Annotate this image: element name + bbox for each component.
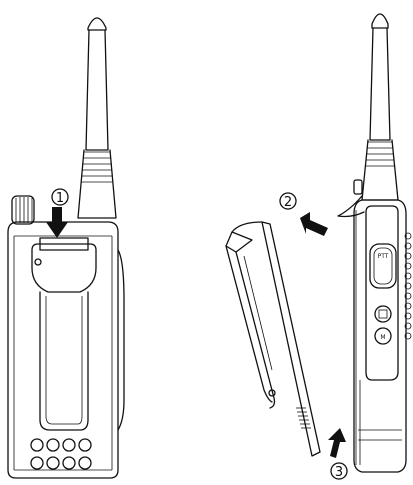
step-3-arrow	[328, 428, 346, 458]
step-3-number: 3	[335, 465, 343, 480]
clip-latch	[338, 196, 364, 217]
battery-contacts	[31, 439, 91, 469]
antenna-back	[78, 18, 116, 218]
m-button-label: M	[380, 334, 385, 341]
step-2-number: 2	[284, 195, 292, 210]
step-2-marker: 2	[280, 193, 296, 210]
volume-knob	[12, 196, 34, 224]
step-1-marker: 1	[52, 189, 68, 206]
belt-clip-mounted	[32, 238, 96, 430]
step-3-marker: 3	[331, 463, 347, 480]
ptt-label: PTT	[378, 253, 389, 260]
monitor-button	[375, 306, 391, 322]
ptt-button: PTT	[370, 244, 396, 288]
belt-clip-detached	[226, 222, 320, 456]
m-button: M	[375, 328, 391, 344]
step-2-arrow	[300, 212, 328, 236]
antenna-side	[362, 14, 398, 200]
step-1-number: 1	[56, 191, 64, 206]
radio-side-view: PTT M	[338, 14, 411, 472]
radio-back-view: 1	[8, 18, 124, 478]
knob-side	[354, 180, 362, 194]
step-1-arrow	[46, 207, 68, 238]
